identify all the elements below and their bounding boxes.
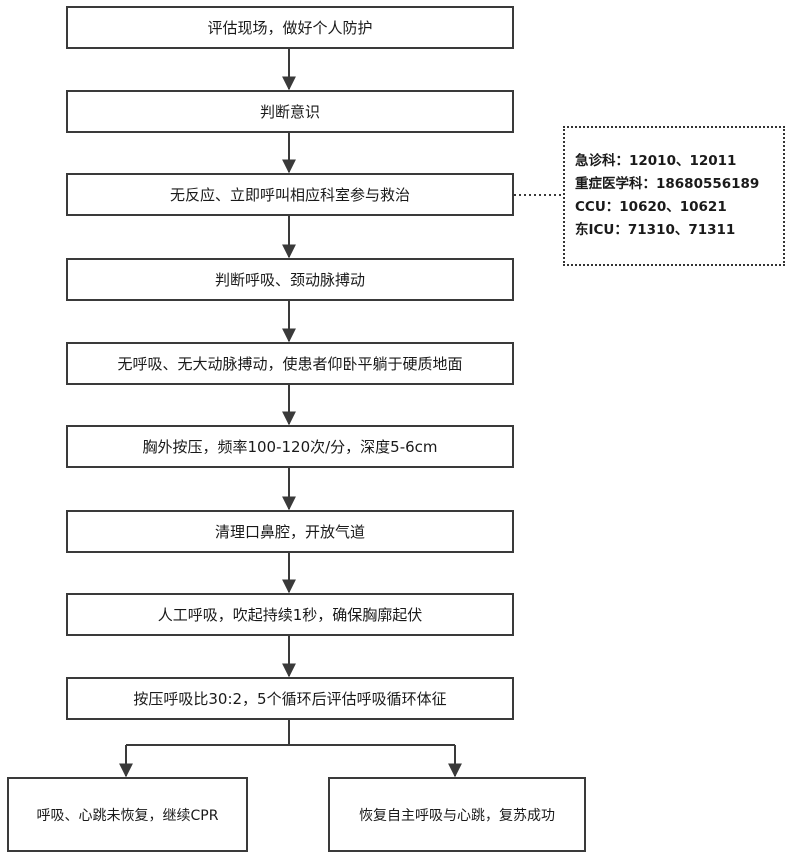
step-assess-scene: 评估现场，做好个人防护 — [66, 6, 514, 49]
step-label: 按压呼吸比30:2，5个循环后评估呼吸循环体征 — [133, 690, 447, 708]
step-chest-compression: 胸外按压，频率100-120次/分，深度5-6cm — [66, 425, 514, 468]
step-call-for-help: 无反应、立即呼叫相应科室参与救治 — [66, 173, 514, 216]
step-label: 胸外按压，频率100-120次/分，深度5-6cm — [142, 438, 438, 456]
step-label: 判断呼吸、颈动脉搏动 — [214, 271, 365, 289]
step-label: 人工呼吸，吹起持续1秒，确保胸廓起伏 — [157, 606, 423, 624]
step-label: 判断意识 — [259, 103, 320, 121]
step-label: 无呼吸、无大动脉搏动，使患者仰卧平躺于硬质地面 — [117, 355, 463, 373]
step-label: 无反应、立即呼叫相应科室参与救治 — [169, 186, 410, 204]
step-check-consciousness: 判断意识 — [66, 90, 514, 133]
step-position-patient: 无呼吸、无大动脉搏动，使患者仰卧平躺于硬质地面 — [66, 342, 514, 385]
contact-critical-care: 重症医学科：18680556189 — [575, 176, 760, 192]
outcome-continue-cpr: 呼吸、心跳未恢复，继续CPR — [7, 777, 248, 852]
step-rescue-breathing: 人工呼吸，吹起持续1秒，确保胸廓起伏 — [66, 593, 514, 636]
contact-numbers-box: 急诊科：12010、12011 重症医学科：18680556189 CCU：10… — [563, 126, 785, 266]
outcome-label: 呼吸、心跳未恢复，继续CPR — [36, 807, 219, 824]
step-compression-ratio: 按压呼吸比30:2，5个循环后评估呼吸循环体征 — [66, 677, 514, 720]
outcome-resuscitation-success: 恢复自主呼吸与心跳，复苏成功 — [328, 777, 586, 852]
contact-emergency: 急诊科：12010、12011 — [575, 153, 737, 169]
step-check-breathing-pulse: 判断呼吸、颈动脉搏动 — [66, 258, 514, 301]
outcome-label: 恢复自主呼吸与心跳，复苏成功 — [359, 807, 555, 824]
step-label: 清理口鼻腔，开放气道 — [214, 523, 365, 541]
contact-east-icu: 东ICU：71310、71311 — [575, 222, 736, 238]
contact-ccu: CCU：10620、10621 — [575, 199, 727, 215]
step-open-airway: 清理口鼻腔，开放气道 — [66, 510, 514, 553]
step-label: 评估现场，做好个人防护 — [207, 19, 373, 37]
